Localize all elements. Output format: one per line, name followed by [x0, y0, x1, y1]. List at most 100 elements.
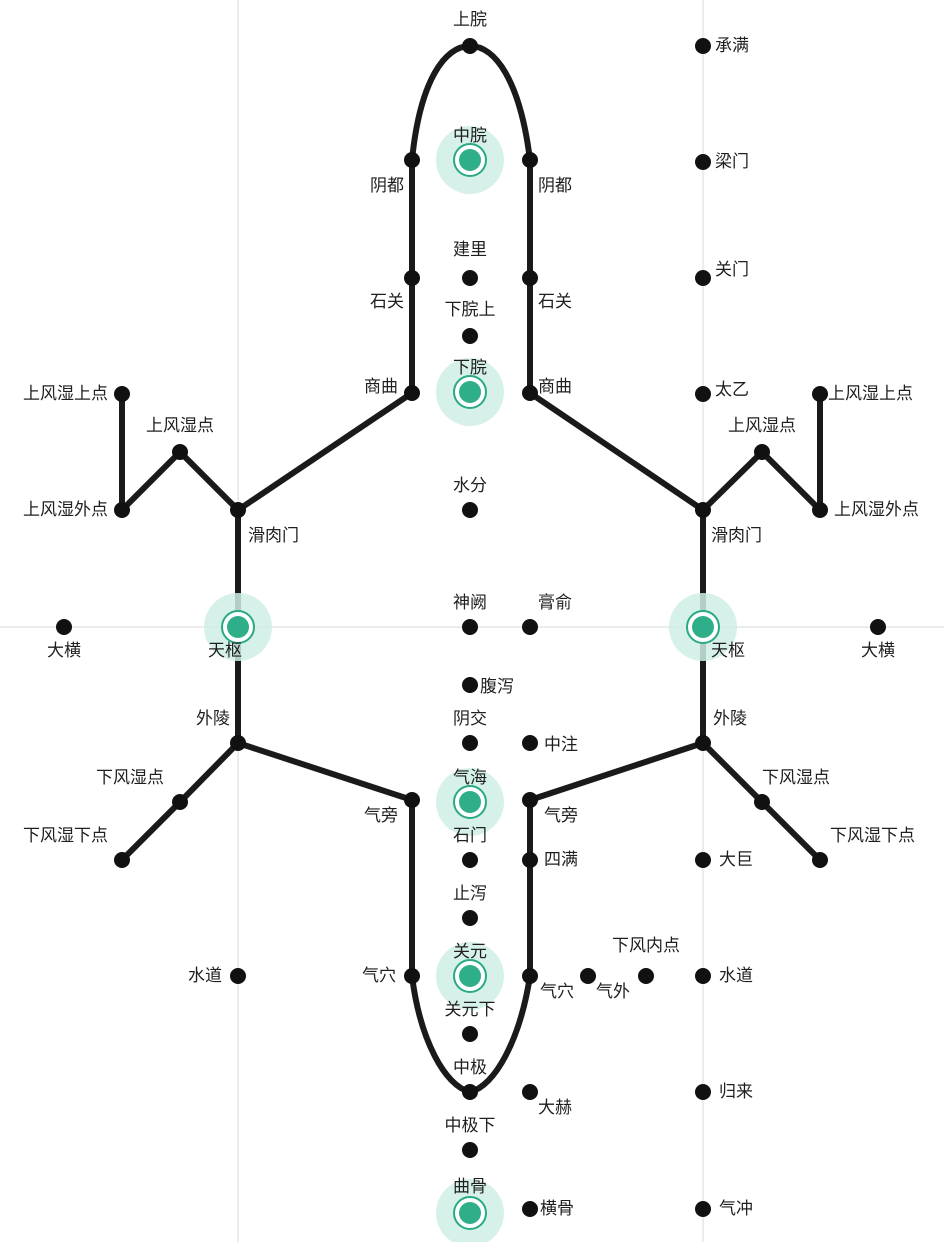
label-siman: 四满: [544, 850, 578, 870]
highlight-point-tianshu-r[interactable]: [669, 593, 737, 661]
label-zhixie: 止泻: [453, 884, 487, 904]
label-daju: 大巨: [719, 850, 753, 870]
highlight-core: [459, 791, 481, 813]
point-zhongji[interactable]: [462, 1084, 478, 1100]
label-shimen: 石门: [453, 826, 487, 846]
point-sfs-r[interactable]: [812, 386, 828, 402]
acupoint-labels: 上脘中脘建里下脘上下脘水分神阙腹泻阴交气海石门止泻关元关元下中极中极下曲骨阴都阴…: [23, 10, 919, 1219]
point-sfs-l[interactable]: [114, 386, 130, 402]
label-zhongzhu: 中注: [544, 735, 578, 755]
highlight-point-guanyuan[interactable]: [436, 942, 504, 1010]
point-huaroumen-l[interactable]: [230, 502, 246, 518]
highlight-point-zhongwan[interactable]: [436, 126, 504, 194]
point-shangqu-l[interactable]: [404, 385, 420, 401]
highlight-core: [459, 1202, 481, 1224]
point-shiguan-r[interactable]: [522, 270, 538, 286]
label-fuxie: 腹泻: [480, 677, 514, 697]
point-sf-l[interactable]: [172, 444, 188, 460]
label-xiawan: 下脘: [453, 358, 487, 378]
label-xfx-r: 下风湿下点: [830, 826, 915, 846]
label-shuidao-r: 水道: [719, 966, 753, 986]
point-qiwai[interactable]: [580, 968, 596, 984]
point-huangshu[interactable]: [522, 619, 538, 635]
point-yinjiao[interactable]: [462, 735, 478, 751]
point-chengman[interactable]: [695, 38, 711, 54]
point-shenque[interactable]: [462, 619, 478, 635]
meridian-line: [527, 740, 823, 979]
label-xf-r: 下风湿点: [762, 768, 830, 788]
label-wailing-l: 外陵: [196, 709, 230, 729]
label-qipang-l: 气旁: [364, 806, 398, 826]
label-guilai: 归来: [719, 1082, 753, 1102]
highlight-core: [227, 616, 249, 638]
label-shangqu-l: 商曲: [364, 377, 398, 397]
point-qichong[interactable]: [695, 1201, 711, 1217]
point-shuidao-l[interactable]: [230, 968, 246, 984]
point-qixue-r[interactable]: [522, 968, 538, 984]
label-taiyi: 太乙: [715, 380, 749, 400]
label-xfx-l: 下风湿下点: [23, 826, 108, 846]
point-liangmen[interactable]: [695, 154, 711, 170]
point-shangqu-r[interactable]: [522, 385, 538, 401]
point-guanmen[interactable]: [695, 270, 711, 286]
label-huangshu: 膏俞: [538, 592, 572, 613]
point-zhongzhu[interactable]: [522, 735, 538, 751]
point-qixue-l[interactable]: [404, 968, 420, 984]
label-shiguan-l: 石关: [370, 292, 404, 312]
point-xiafengnei[interactable]: [638, 968, 654, 984]
label-guanmen: 关门: [715, 260, 749, 280]
point-huaroumen-r[interactable]: [695, 502, 711, 518]
point-jianli[interactable]: [462, 270, 478, 286]
point-wailing-r[interactable]: [695, 735, 711, 751]
point-xfx-l[interactable]: [114, 852, 130, 868]
label-tianshu-l: 天枢: [208, 641, 242, 661]
label-qixue-l: 气穴: [362, 966, 396, 986]
label-sfw-l: 上风湿外点: [23, 500, 108, 520]
point-guanyuanxia[interactable]: [462, 1026, 478, 1042]
label-guanyuanxia: 关元下: [445, 1000, 496, 1020]
point-xf-r[interactable]: [754, 794, 770, 810]
label-qihai: 气海: [453, 768, 487, 788]
point-taiyi[interactable]: [695, 386, 711, 402]
point-siman[interactable]: [522, 852, 538, 868]
highlight-point-tianshu-l[interactable]: [204, 593, 272, 661]
point-xiawanshang[interactable]: [462, 328, 478, 344]
point-qipang-r[interactable]: [522, 792, 538, 808]
point-guilai[interactable]: [695, 1084, 711, 1100]
point-sfw-r[interactable]: [812, 502, 828, 518]
point-yindu-r[interactable]: [522, 152, 538, 168]
point-wailing-l[interactable]: [230, 735, 246, 751]
point-qipang-l[interactable]: [404, 792, 420, 808]
highlight-core: [459, 149, 481, 171]
point-shuidao-r[interactable]: [695, 968, 711, 984]
highlight-core: [692, 616, 714, 638]
point-daju[interactable]: [695, 852, 711, 868]
point-shiguan-l[interactable]: [404, 270, 420, 286]
label-qichong: 气冲: [719, 1199, 753, 1219]
point-zhongjixia[interactable]: [462, 1142, 478, 1158]
label-zhongji: 中极: [453, 1058, 487, 1078]
label-tianshu-r: 天枢: [711, 641, 745, 661]
point-xf-l[interactable]: [172, 794, 188, 810]
meridian-line: [119, 157, 415, 513]
highlight-point-qugu[interactable]: [436, 1179, 504, 1247]
label-sf-l: 上风湿点: [146, 416, 214, 436]
point-yindu-l[interactable]: [404, 152, 420, 168]
point-xfx-r[interactable]: [812, 852, 828, 868]
point-shangwan[interactable]: [462, 38, 478, 54]
point-dahe[interactable]: [522, 1084, 538, 1100]
point-henggu[interactable]: [522, 1201, 538, 1217]
highlight-point-qihai[interactable]: [436, 768, 504, 836]
point-daheng-r[interactable]: [870, 619, 886, 635]
point-zhixie[interactable]: [462, 910, 478, 926]
label-wailing-r: 外陵: [713, 709, 747, 729]
highlight-point-xiawan[interactable]: [436, 358, 504, 426]
point-sf-r[interactable]: [754, 444, 770, 460]
point-sfw-l[interactable]: [114, 502, 130, 518]
point-daheng-l[interactable]: [56, 619, 72, 635]
point-shimen[interactable]: [462, 852, 478, 868]
meridian-lines: [119, 43, 823, 1095]
point-shuifen[interactable]: [462, 502, 478, 518]
point-fuxie[interactable]: [462, 677, 478, 693]
